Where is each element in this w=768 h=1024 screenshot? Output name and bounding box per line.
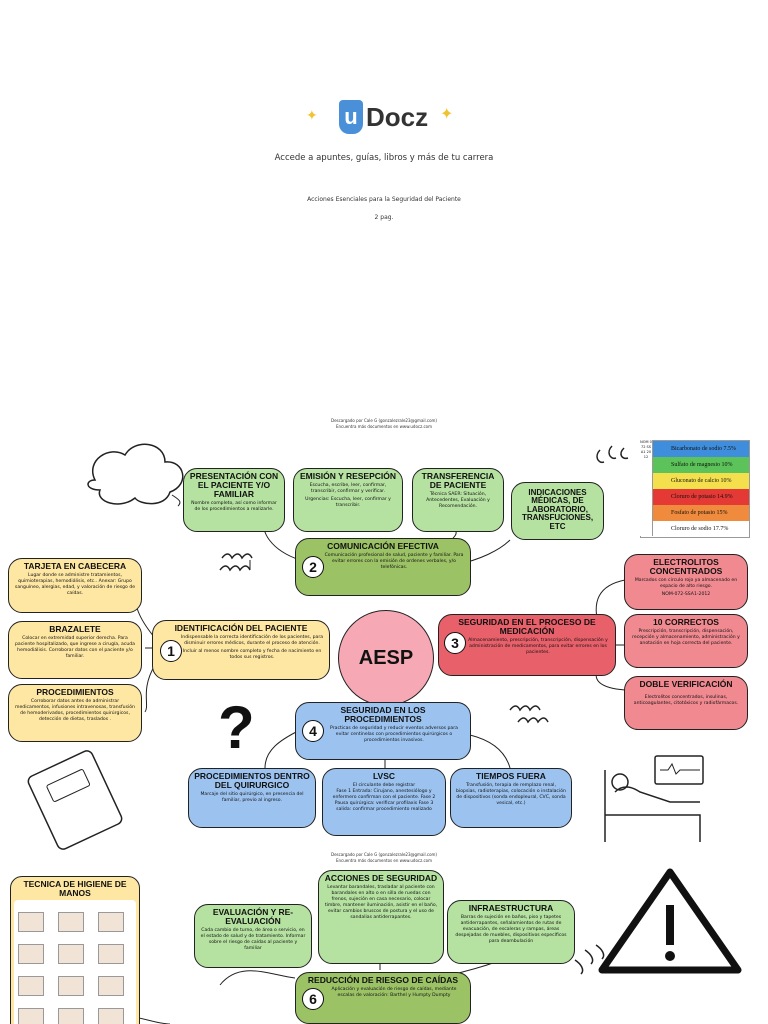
handwash-step-image [18,943,44,964]
node-acciones-seguridad: ACCIONES DE SEGURIDAD Levantar barandale… [318,870,444,964]
page-count: 2 pag. [374,214,394,221]
handwash-step-image [18,911,44,932]
strip-row: Gluconato de calcio 10% [641,473,749,489]
node-emision: EMISIÓN Y RESEPCIÓN Escucha, escribe, le… [293,468,403,532]
question-mark-icon: ? [218,694,255,761]
handwash-step-image [58,911,84,932]
download-notice: Descargado por Cale G (gonzalezrale23@gm… [330,418,437,423]
strip-side-text: NOM 072 SSA1 2012 [640,440,653,536]
node-infraestructura: INFRAESTRUCTURA Barras de sujeción en ba… [447,900,575,964]
handwash-step-image [58,975,84,996]
brand-name[interactable]: Docz [366,102,429,132]
sparkle-icon: ✦ [440,104,454,123]
step-number: 2 [302,556,324,578]
node-presentacion: PRESENTACIÓN CON EL PACIENTE Y/O FAMILIA… [183,468,285,532]
node-medicacion: SEGURIDAD EN EL PROCESO DE MEDICACIÓN Al… [438,614,616,676]
handwash-diagram [14,899,136,1024]
download-link[interactable]: Encuentra más documentos en www.udocz.co… [335,858,433,863]
handwash-step-image [98,1007,124,1024]
brand-logo-icon: u [339,100,363,134]
node-brazalete: BRAZALETE Colocar en extremidad superior… [8,621,142,679]
handwash-step-image [58,1007,84,1024]
node-tiempos-fuera: TIEMPOS FUERA Transfusión, terapia de re… [450,768,572,828]
strip-row: Fosfato de potasio 15% [641,505,749,521]
step-number: 6 [302,988,324,1010]
handwash-step-image [98,943,124,964]
node-procedimientos-seguridad: SEGURIDAD EN LOS PROCEDIMIENTOS Practica… [295,702,471,760]
download-notice: Descargado por Cale G (gonzalezrale23@gm… [330,852,437,857]
node-riesgo-caidas: REDUCCIÓN DE RIESGO DE CAÍDAS Aplicación… [295,972,471,1024]
node-tarjeta: TARJETA EN CABECERA Lugar donde se admin… [8,558,142,613]
handwash-step-image [98,975,124,996]
strip-row: Sulfato de magnesio 10% [641,457,749,473]
node-dentro-quirurgico: PROCEDIMIENTOS DENTRO DEL QUIRURGICO Mar… [188,768,316,828]
strip-row: Cloruro de sodio 17.7% [641,521,749,537]
step-number: 1 [160,640,182,662]
node-correctos: 10 CORRECTOS Prescripción, transcripción… [624,614,748,668]
warning-icon [598,868,742,974]
tagline: Accede a apuntes, guías, libros y más de… [274,153,494,163]
center-node: AESP [338,610,434,706]
strip-row: Cloruro de potasio 14.9% [641,489,749,505]
document-title: Acciones Esenciales para la Seguridad de… [307,196,461,203]
node-doble-verificacion: DOBLE VERIFICACIÓN Electrolitos concentr… [624,676,748,730]
handwash-step-image [18,975,44,996]
node-indicaciones: INDICACIONES MÉDICAS, DE LABORATORIO, TR… [511,482,604,540]
download-link[interactable]: Encuentra más documentos en www.udocz.co… [335,424,433,429]
node-lvsc: LVSC El circulante debe registrar Fase 1… [322,768,446,836]
node-procedimientos: PROCEDIMIENTOS Corroborar datos antes de… [8,684,142,742]
handwash-step-image [18,1007,44,1024]
step-number: 4 [302,720,324,742]
node-electrolitos: ELECTROLITOS CONCENTRADOS Marcados con c… [624,554,748,610]
node-comunicacion: COMUNICACIÓN EFECTIVA Comunicación profe… [295,538,471,596]
handwash-step-image [58,943,84,964]
node-transferencia: TRANSFERENCIA DE PACIENTE Técnica SAER: … [412,468,504,532]
sparkle-icon: ✦ [306,108,318,124]
node-higiene-manos: TECNICA DE HIGIENE DE MANOS [10,876,140,1024]
node-evaluacion: EVALUACIÓN Y RE-EVALUACIÓN Cada cambio d… [194,904,312,968]
electrolyte-color-strip: Bicarbonato de sodio 7.5% Sulfato de mag… [640,440,750,538]
handwash-step-image [98,911,124,932]
mindmap: ? Bicarbonato de sodio 7.5% Sulfato de m… [0,430,768,1024]
strip-row: Bicarbonato de sodio 7.5% [641,441,749,457]
step-number: 3 [444,632,466,654]
